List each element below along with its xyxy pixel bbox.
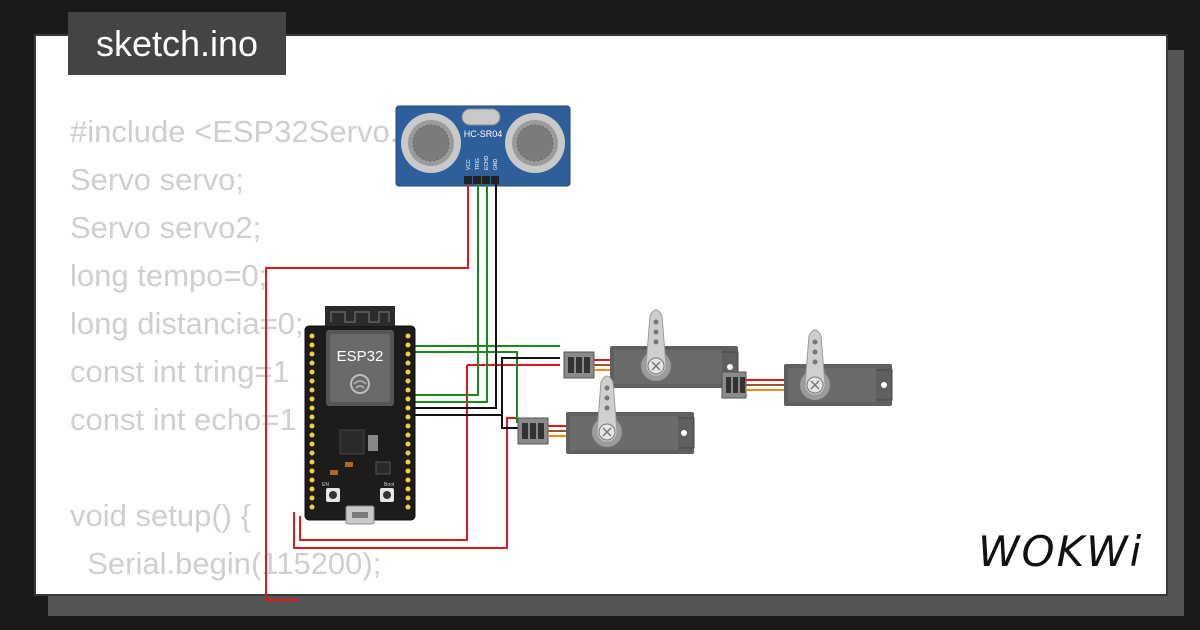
regulator [368,435,378,451]
servo-screw-icon [810,380,820,390]
crystal-oscillator [461,108,501,126]
servo-screw-icon [602,427,612,437]
code-preview: #include <ESP32Servo.h> Servo servo; Servo… [70,108,434,594]
wire-gnd[interactable] [410,357,560,416]
servo-screw-icon [651,361,661,371]
wires [265,184,560,601]
code-line: const int echo=1 [70,402,297,437]
code-line: long tempo=0; [70,258,268,293]
boot-label: Boot [384,482,395,488]
wokwi-logo-text: WOKWi [978,528,1143,574]
wire-echo[interactable] [410,184,488,403]
hc-sr04-sensor[interactable]: HC-SR04 VCC TRIG ECHO GND [395,105,571,187]
esp32-right-pins [405,333,411,510]
code-line: long distancia=0; [70,306,304,341]
servo-1[interactable] [563,309,739,388]
code-line: #include <ESP32Servo.h> [70,114,434,149]
esp32-board[interactable]: ESP32 EN [304,306,416,525]
pin-label-echo: ECHO [484,155,490,170]
wire-trig[interactable] [410,184,479,396]
code-line: void setup() { [70,498,251,533]
pin-label-gnd: GND [493,159,499,171]
wokwi-logo: WOKWi [978,528,1143,574]
code-line: Serial.begin(115200); [70,546,382,581]
esp32-label: ESP32 [337,348,384,365]
wire-power-servo[interactable] [293,417,518,549]
esp32-left-pins [309,333,315,510]
pin-label-trig: TRIG [475,158,481,170]
pin-label-vcc: VCC [466,159,472,170]
sensor-model-label: HC-SR04 [464,129,503,139]
wire-gnd[interactable] [410,184,497,409]
code-line: const int tring=1 [70,354,290,389]
usb-uart-chip [339,429,365,455]
file-tab: sketch.ino [68,12,286,75]
wifi-antenna [325,306,395,326]
code-line: Servo servo; [70,162,245,197]
espressif-logo-icon [350,374,370,394]
wire-vcc[interactable] [265,184,469,600]
servo-2[interactable] [517,375,695,454]
sensor-header-pins [464,176,499,184]
preview-card: #include <ESP32Servo.h> Servo servo; Servo… [34,34,1168,596]
en-label: EN [322,482,329,488]
code-line: Servo servo2; [70,210,262,245]
wire-power-servo[interactable] [299,365,468,541]
wire-gnd[interactable] [501,415,518,429]
servo-3[interactable] [721,329,893,406]
